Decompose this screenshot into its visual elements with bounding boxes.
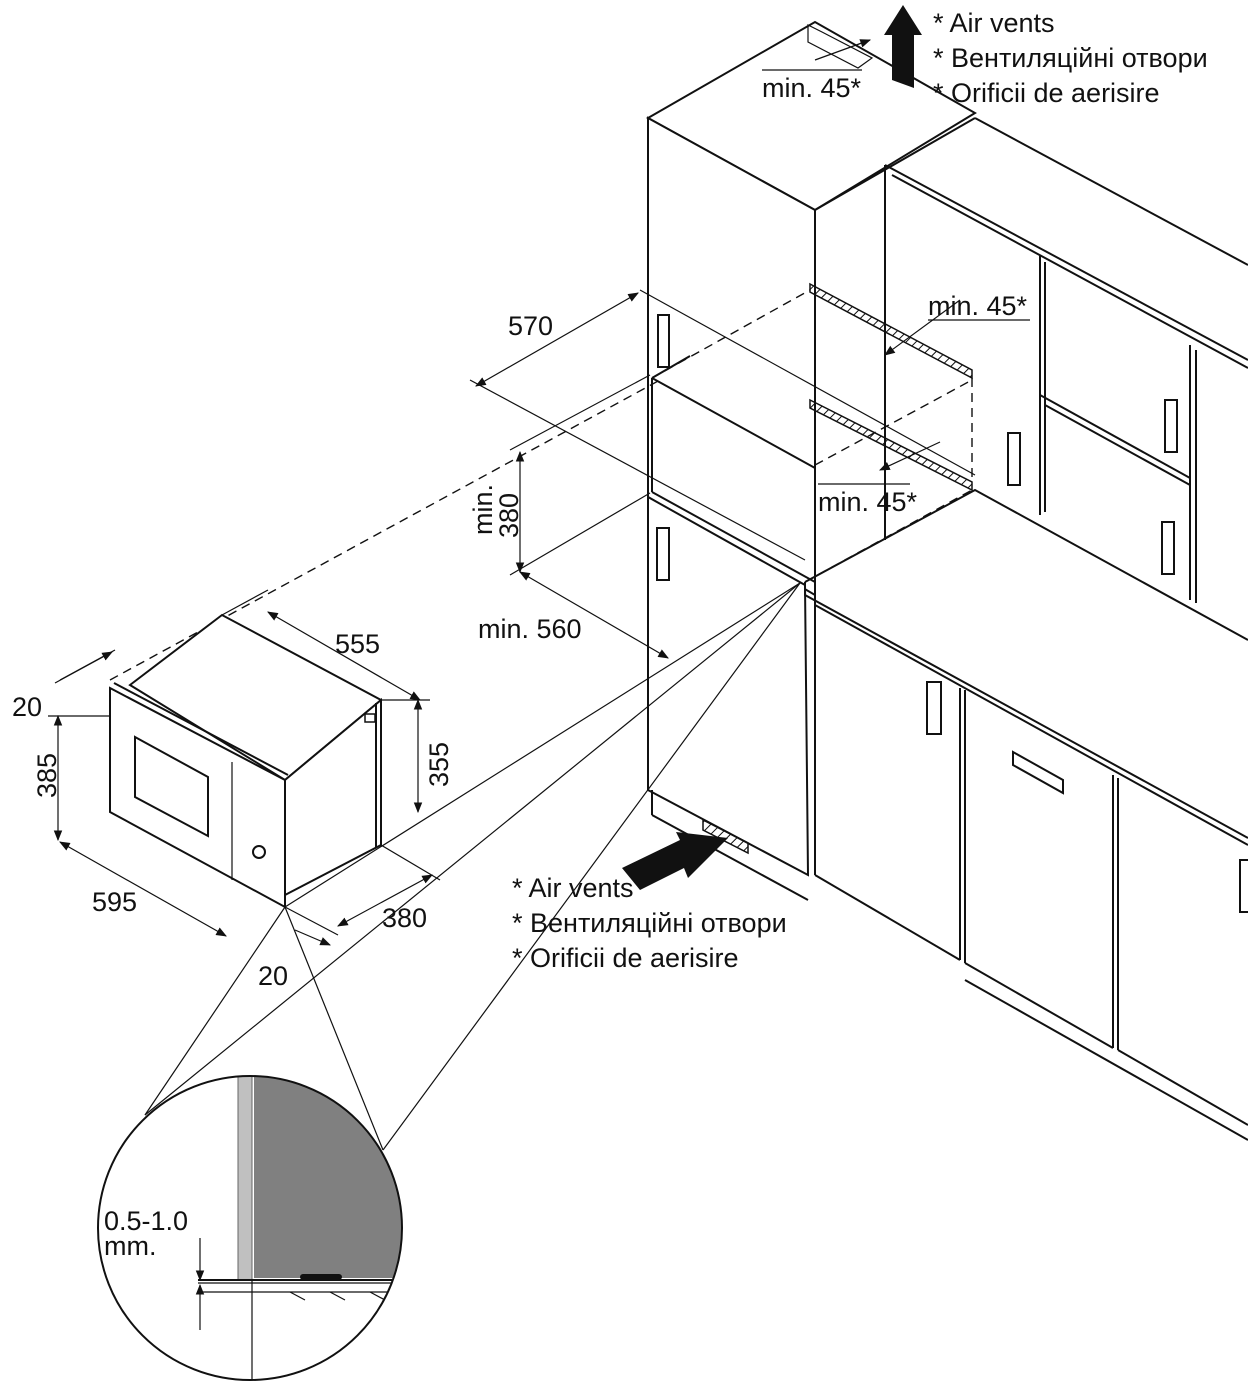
arrow-up-icon — [884, 5, 922, 88]
depth-570-label: 570 — [508, 311, 553, 341]
bottom-vent-note-line: * Orificii de aerisire — [512, 943, 739, 973]
mid-gap-lower-label: min. 45* — [818, 487, 918, 517]
top-vent-note-line: * Orificii de aerisire — [933, 78, 1160, 108]
depth-380-label: 380 — [382, 903, 427, 933]
width-min-560-label: min. 560 — [478, 614, 582, 644]
mid-gap-upper-label: min. 45* — [928, 291, 1028, 321]
frame-20-top-label: 20 — [12, 692, 42, 722]
height-385-label: 385 — [32, 753, 62, 798]
zoom-detail — [97, 1075, 403, 1381]
width-595-label: 595 — [92, 887, 137, 917]
bottom-vent-note-line: * Вентиляційні отвори — [512, 908, 787, 938]
niche-outline — [109, 282, 973, 681]
frame-20-bottom-label: 20 — [258, 961, 288, 991]
niche-dimensions — [469, 39, 1030, 659]
zoom-callout-lines — [144, 582, 801, 1151]
height-min-label: min. — [468, 484, 498, 535]
top-vent-note-line: * Вентиляційні отвори — [933, 43, 1208, 73]
top-vent-gap-label: min. 45* — [762, 73, 862, 103]
height-355-label: 355 — [424, 742, 454, 787]
labels: min. 45* min. 45* min. 45* 570 min. 380 … — [12, 8, 1208, 1261]
microwave-dimensions — [48, 589, 441, 946]
gap-unit-label: mm. — [104, 1231, 156, 1261]
depth-555-label: 555 — [335, 629, 380, 659]
height-380-label: 380 — [494, 493, 524, 538]
gap-value-label: 0.5-1.0 — [104, 1206, 188, 1236]
kitchen-cabinets — [645, 20, 1248, 1141]
arrow-diagonal-icon — [622, 832, 728, 890]
top-vent-note-line: * Air vents — [933, 8, 1055, 38]
bottom-vent-note-line: * Air vents — [512, 873, 634, 903]
